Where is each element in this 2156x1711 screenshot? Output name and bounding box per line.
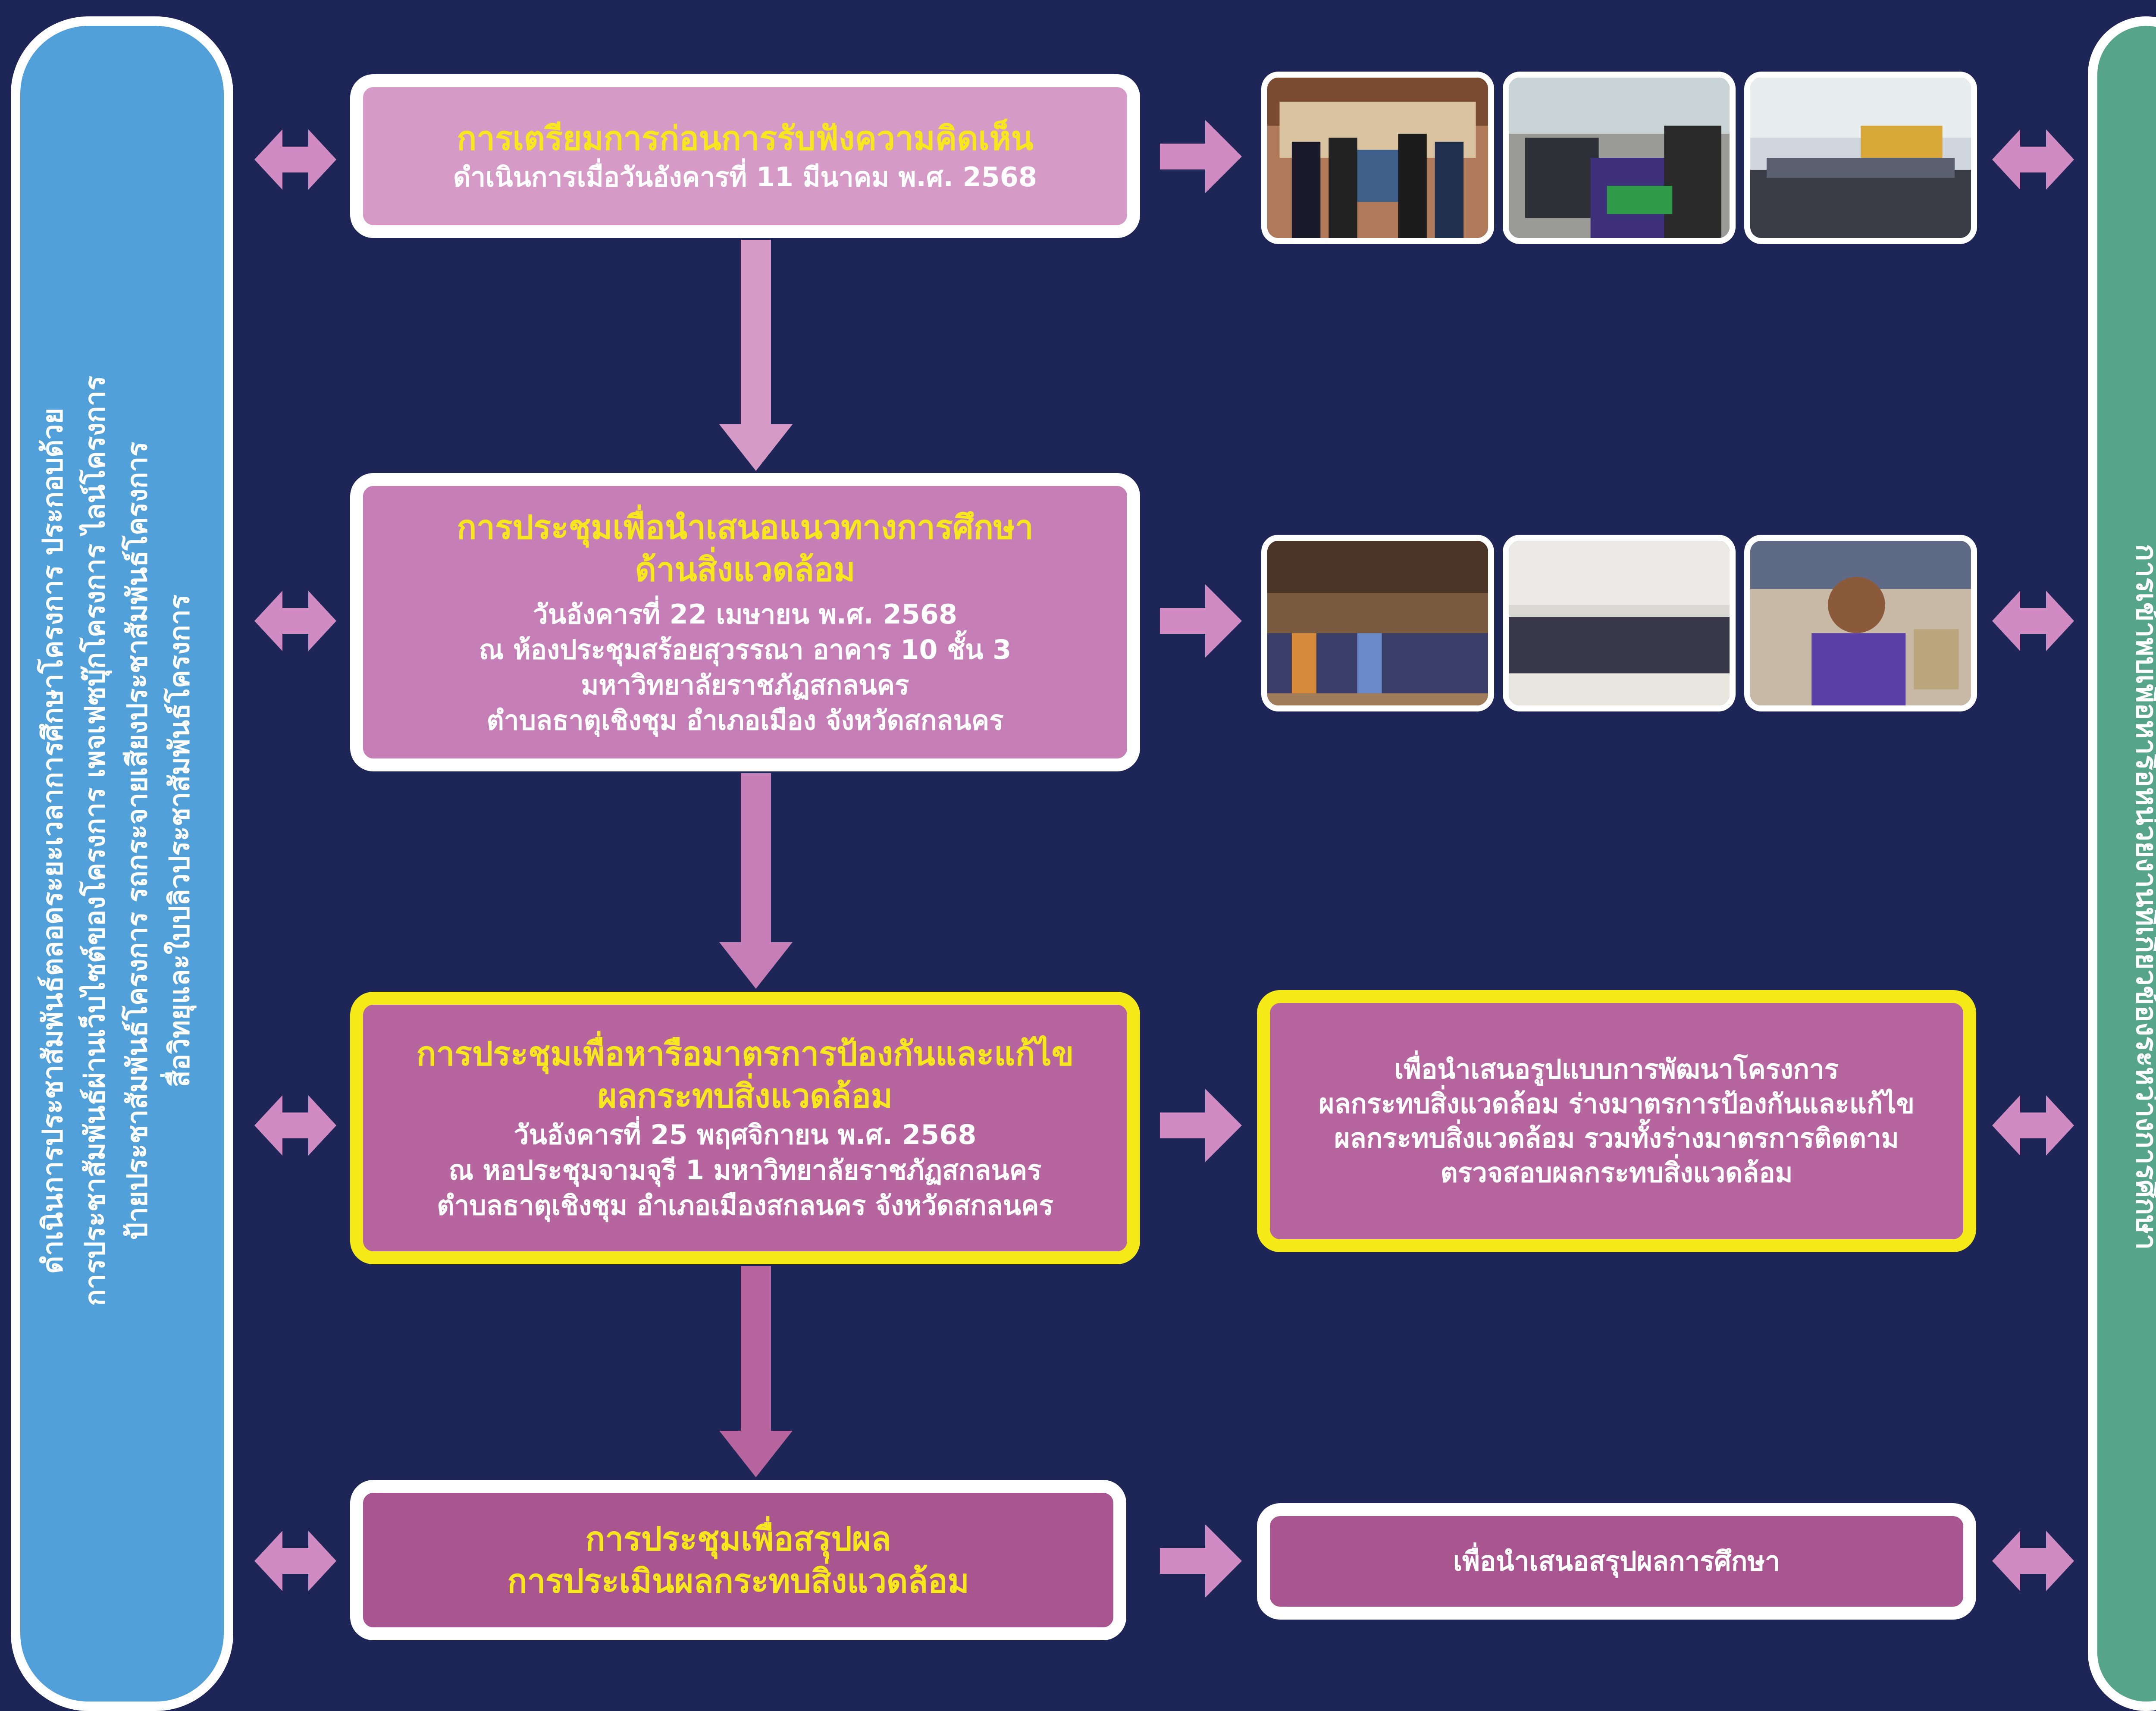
- publicity-line: ป้ายประชาสัมพันธ์โครงการ รถกระจายเสียงปร…: [116, 376, 159, 1306]
- double-arrow: [1992, 591, 2074, 651]
- step-preparation: การเตรียมการก่อนการรับฟังความคิดเห็น ดำเ…: [350, 74, 1140, 238]
- flow-arrow-down: [719, 773, 793, 989]
- publicity-text: ดำเนินการประชาสัมพันธ์ตลอดระยะเวลาการศึก…: [32, 376, 201, 1306]
- result-line: ตรวจสอบผลกระทบสิ่งแวดล้อม: [1440, 1156, 1792, 1190]
- step-title: การประเมินผลกระทบสิ่งแวดล้อม: [507, 1560, 969, 1602]
- flow-arrow-down: [719, 240, 793, 471]
- flow-arrow-right: [1160, 1524, 1242, 1598]
- flow-arrow-right: [1160, 1089, 1242, 1162]
- step-detail: ณ หอประชุมจามจุรี 1 มหาวิทยาลัยราชภัฏสกล…: [449, 1153, 1042, 1188]
- step-present-study-approach: การประชุมเพื่อนำเสนอแนวทางการศึกษา ด้านส…: [350, 473, 1140, 771]
- agency-consultation-text: การเข้าพบเพื่อหารือหน่วยงานที่เกี่ยวข้อง…: [2124, 544, 2156, 1250]
- publicity-line: การประชาสัมพันธ์ผ่านเว็บไซต์ของโครงการ เ…: [74, 376, 116, 1306]
- step-detail: ตำบลธาตุเชิงชุม อำเภอเมือง จังหวัดสกลนคร: [486, 703, 1003, 738]
- publicity-line: ดำเนินการประชาสัมพันธ์ตลอดระยะเวลาการศึก…: [32, 376, 74, 1306]
- step-detail: วันอังคารที่ 22 เมษายน พ.ศ. 2568: [533, 597, 957, 632]
- result-line: ผลกระทบสิ่งแวดล้อม ร่างมาตรการป้องกันและ…: [1319, 1087, 1915, 1121]
- step-detail: วันอังคารที่ 25 พฤศจิกายน พ.ศ. 2568: [514, 1117, 977, 1153]
- double-arrow: [1992, 1531, 2074, 1591]
- meeting-photo: [1261, 72, 1494, 244]
- step-title: การประชุมเพื่อหารือมาตรการป้องกันและแก้ไ…: [416, 1033, 1074, 1075]
- double-arrow: [254, 1531, 336, 1591]
- step-summary: การประชุมเพื่อสรุปผล การประเมินผลกระทบสิ…: [350, 1480, 1126, 1640]
- flow-arrow-right: [1160, 120, 1242, 193]
- flow-arrow-right: [1160, 584, 1242, 658]
- step-title: การเตรียมการก่อนการรับฟังความคิดเห็น: [457, 117, 1033, 160]
- result-proposal-box: เพื่อนำเสนอรูปแบบการพัฒนาโครงการ ผลกระทบ…: [1257, 990, 1976, 1252]
- step-detail: ตำบลธาตุเชิงชุม อำเภอเมืองสกลนคร จังหวัด…: [437, 1188, 1053, 1223]
- meeting-photo: [1744, 72, 1977, 244]
- double-arrow: [1992, 129, 2074, 190]
- step-detail: มหาวิทยาลัยราชภัฏสกลนคร: [581, 667, 909, 703]
- meeting-photo: [1744, 535, 1977, 711]
- step-detail: ดำเนินการเมื่อวันอังคารที่ 11 มีนาคม พ.ศ…: [453, 160, 1037, 195]
- result-summary-box: เพื่อนำเสนอสรุปผลการศึกษา: [1257, 1503, 1976, 1620]
- double-arrow: [1992, 1095, 2074, 1156]
- meeting-photo: [1503, 535, 1736, 711]
- flow-arrow-down: [719, 1266, 793, 1477]
- double-arrow: [254, 591, 336, 651]
- double-arrow: [254, 129, 336, 190]
- result-line: ผลกระทบสิ่งแวดล้อม รวมทั้งร่างมาตรการติด…: [1334, 1121, 1899, 1156]
- publicity-line: สื่อวิทยุและใบปลิวประชาสัมพันธ์โครงการ: [159, 376, 201, 1306]
- step-title: ผลกระทบสิ่งแวดล้อม: [598, 1075, 893, 1117]
- double-arrow: [254, 1095, 336, 1156]
- result-line: เพื่อนำเสนอรูปแบบการพัฒนาโครงการ: [1395, 1052, 1839, 1087]
- meeting-photo: [1261, 535, 1494, 711]
- step-title: การประชุมเพื่อสรุปผล: [585, 1518, 891, 1560]
- step-title: ด้านสิ่งแวดล้อม: [635, 548, 856, 591]
- step-mitigation-measures: การประชุมเพื่อหารือมาตรการป้องกันและแก้ไ…: [350, 992, 1140, 1264]
- step-title: การประชุมเพื่อนำเสนอแนวทางการศึกษา: [457, 506, 1033, 548]
- meeting-photo: [1503, 72, 1736, 244]
- result-line: เพื่อนำเสนอสรุปผลการศึกษา: [1453, 1544, 1780, 1579]
- step-detail: ณ ห้องประชุมสร้อยสุวรรณา อาคาร 10 ชั้น 3: [479, 632, 1012, 667]
